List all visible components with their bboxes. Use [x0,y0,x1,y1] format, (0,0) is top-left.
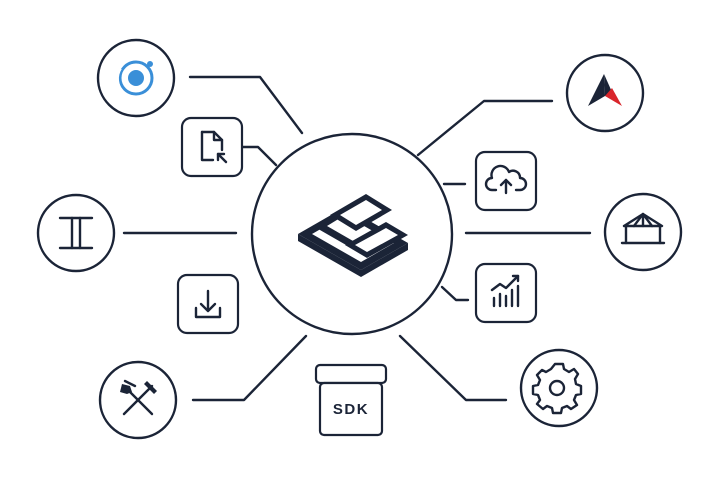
connector-file [241,145,278,167]
file-cursor-node [180,116,244,178]
connector-orbit [188,75,304,135]
connector-lines [122,75,592,402]
chart-node [474,262,538,324]
sdk-label: SDK [333,401,369,418]
arrow-logo-icon [588,74,622,106]
cloud-upload-node [474,150,538,212]
orbit-logo-node [96,38,176,118]
central-hub [250,132,454,336]
tools-icon [120,379,157,416]
chart-icon [490,274,520,308]
hub-logo-icon [298,194,408,277]
connector-tools [191,334,308,402]
truss-icon [620,212,666,245]
connector-gear [398,334,508,402]
gear-node [519,348,599,428]
sdk-box-node: SDK [314,363,388,437]
connector-arrow [416,99,554,157]
sdk-box-icon [314,363,388,437]
arrow-logo-node [565,53,645,133]
cloud-upload-icon [484,164,528,195]
gear-icon [531,362,583,415]
i-beam-node [36,193,116,273]
download-node [176,273,240,335]
orbit-logo-icon [114,60,154,96]
truss-node [603,192,683,272]
tools-node [98,360,178,440]
i-beam-icon [58,216,94,250]
file-cursor-icon [200,130,228,164]
connector-chart [440,285,470,302]
download-icon [194,289,222,319]
